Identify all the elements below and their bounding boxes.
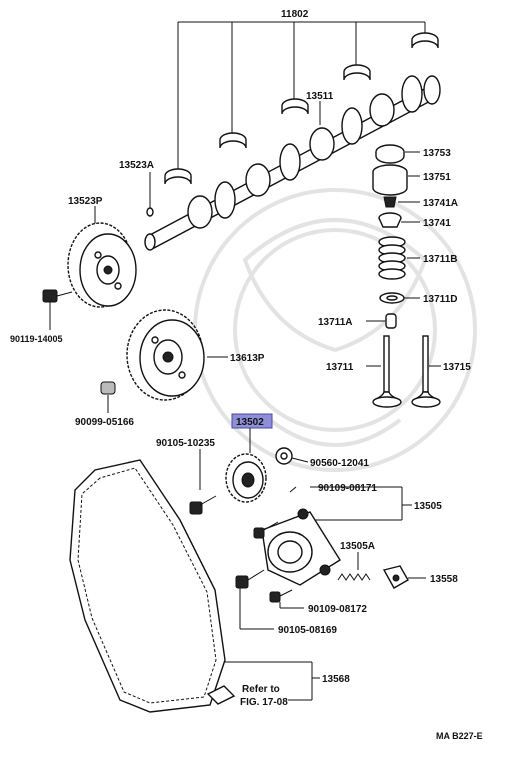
leader-13568 bbox=[225, 661, 320, 701]
washer-90560-12041[interactable] bbox=[275, 447, 293, 465]
label-13751[interactable]: 13751 bbox=[423, 172, 451, 183]
bolt-90109-08171[interactable] bbox=[253, 521, 279, 539]
highlight-13502 bbox=[231, 413, 273, 429]
reference-arrow bbox=[206, 685, 236, 705]
nut-90099-05166[interactable] bbox=[100, 381, 116, 395]
label-13502[interactable]: 13502 bbox=[236, 417, 264, 428]
bearing-shell[interactable] bbox=[281, 98, 309, 115]
label-13505a[interactable]: 13505A bbox=[340, 541, 375, 552]
timing-belt[interactable] bbox=[69, 459, 226, 713]
label-13558[interactable]: 13558 bbox=[430, 574, 458, 585]
label-90560-12041[interactable]: 90560-12041 bbox=[310, 458, 369, 469]
valve-stem-seal-13711a[interactable] bbox=[385, 313, 397, 329]
label-13715[interactable]: 13715 bbox=[443, 362, 471, 373]
reference-text-line2[interactable]: FIG. 17-08 bbox=[240, 697, 288, 708]
label-13711a[interactable]: 13711A bbox=[318, 317, 352, 328]
small-ring-13523a[interactable] bbox=[146, 207, 154, 217]
leader-90109-08172 bbox=[279, 602, 304, 609]
label-13711b[interactable]: 13711B bbox=[423, 254, 457, 265]
label-90105-08169[interactable]: 90105-08169 bbox=[278, 625, 337, 636]
label-13511[interactable]: 13511 bbox=[306, 91, 334, 102]
label-90109-08171[interactable]: 90109-08171 bbox=[318, 483, 377, 494]
label-90099-05166[interactable]: 90099-05166 bbox=[75, 417, 134, 428]
exhaust-valve-13715[interactable] bbox=[411, 335, 441, 408]
spring-bracket-13558[interactable] bbox=[382, 565, 409, 589]
label-13613p[interactable]: 13613P bbox=[230, 353, 265, 364]
bolt-90119-14005[interactable] bbox=[42, 289, 73, 303]
valve-keeper-13741a[interactable] bbox=[383, 196, 397, 208]
leader-90560 bbox=[291, 457, 309, 463]
intake-valve-13711[interactable] bbox=[372, 335, 402, 408]
spring-retainer-13741[interactable] bbox=[378, 212, 402, 228]
label-13741a[interactable]: 13741A bbox=[423, 198, 458, 209]
bolt-90105-10235[interactable] bbox=[189, 495, 217, 515]
camshaft[interactable] bbox=[144, 75, 441, 251]
label-13505[interactable]: 13505 bbox=[414, 501, 442, 512]
bearing-shell[interactable] bbox=[164, 168, 192, 185]
label-90105-10235[interactable]: 90105-10235 bbox=[156, 438, 215, 449]
spring-seat-13711d[interactable] bbox=[379, 292, 405, 304]
valve-lifter-13751[interactable] bbox=[372, 164, 408, 196]
label-90119-14005[interactable]: 90119-14005 bbox=[10, 334, 63, 344]
crankshaft-timing-pulley[interactable] bbox=[126, 309, 205, 401]
leader-90105-08169 bbox=[239, 588, 274, 630]
label-13523p[interactable]: 13523P bbox=[68, 196, 103, 207]
reference-text-line1: Refer to bbox=[242, 684, 280, 695]
label-11802[interactable]: 11802 bbox=[281, 9, 309, 20]
shim-13753[interactable] bbox=[375, 144, 405, 164]
label-13711[interactable]: 13711 bbox=[326, 362, 354, 373]
bearing-bracket-lines bbox=[177, 21, 426, 170]
label-13523a[interactable]: 13523A bbox=[119, 160, 154, 171]
bearing-shell[interactable] bbox=[219, 132, 247, 149]
bolt-90109-08172[interactable] bbox=[269, 589, 293, 603]
label-90109-08172[interactable]: 90109-08172 bbox=[308, 604, 367, 615]
figure-code: MA B227-E bbox=[436, 731, 483, 741]
label-13753[interactable]: 13753 bbox=[423, 148, 451, 159]
label-13568[interactable]: 13568 bbox=[322, 674, 350, 685]
tension-spring-13505a[interactable] bbox=[337, 573, 371, 581]
label-13711d[interactable]: 13711D bbox=[423, 294, 457, 305]
camshaft-timing-pulley[interactable] bbox=[67, 222, 137, 308]
bearing-shell[interactable] bbox=[343, 64, 371, 81]
valve-spring-13711b[interactable] bbox=[378, 236, 406, 280]
watermark-emblem bbox=[193, 188, 477, 472]
tensioner-assembly[interactable] bbox=[261, 508, 341, 586]
bearing-shell[interactable] bbox=[411, 32, 439, 49]
label-13741[interactable]: 13741 bbox=[423, 218, 451, 229]
idler-pulley-13502[interactable] bbox=[225, 453, 267, 503]
bolt-90105-08169[interactable] bbox=[235, 569, 265, 589]
